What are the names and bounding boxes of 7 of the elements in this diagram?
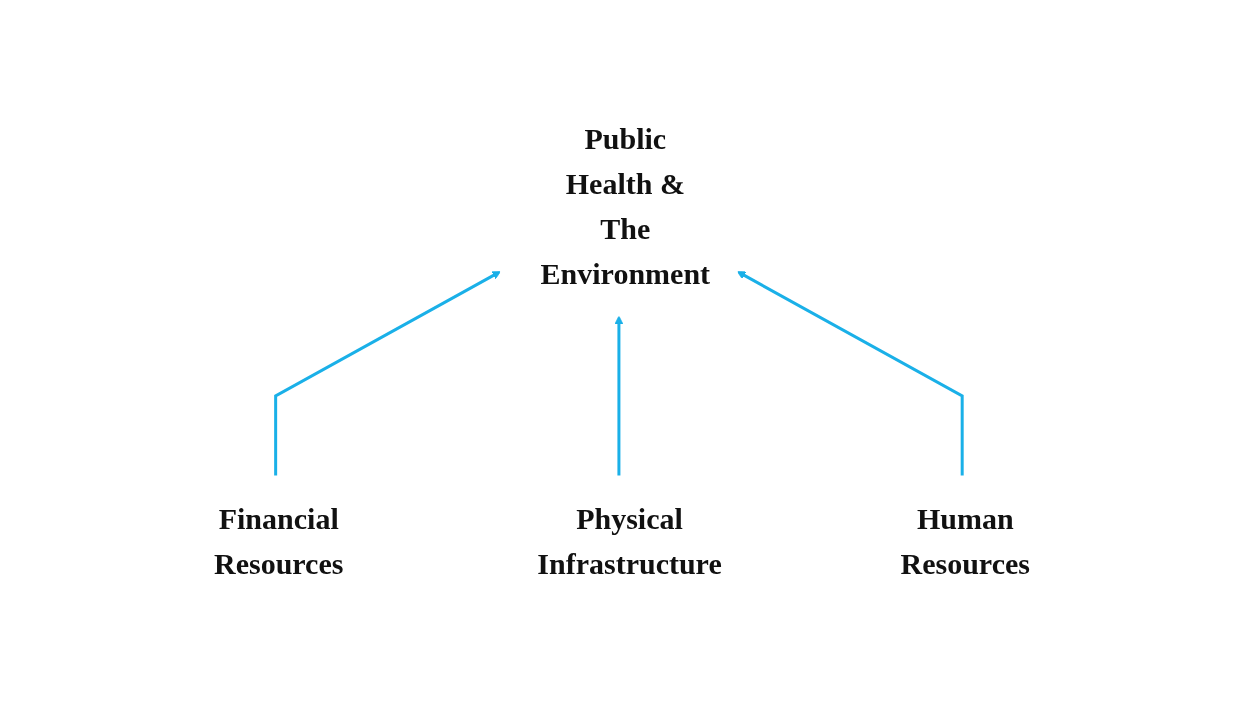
arrow — [274, 270, 502, 476]
arrow — [614, 315, 624, 476]
node-text: Public Health & The Environment — [540, 121, 711, 290]
arrow — [736, 270, 964, 476]
node-text: Financial Resources — [214, 501, 344, 580]
node-text: Human Resources — [900, 501, 1031, 580]
node-text: Physical Infrastructure — [537, 501, 722, 580]
